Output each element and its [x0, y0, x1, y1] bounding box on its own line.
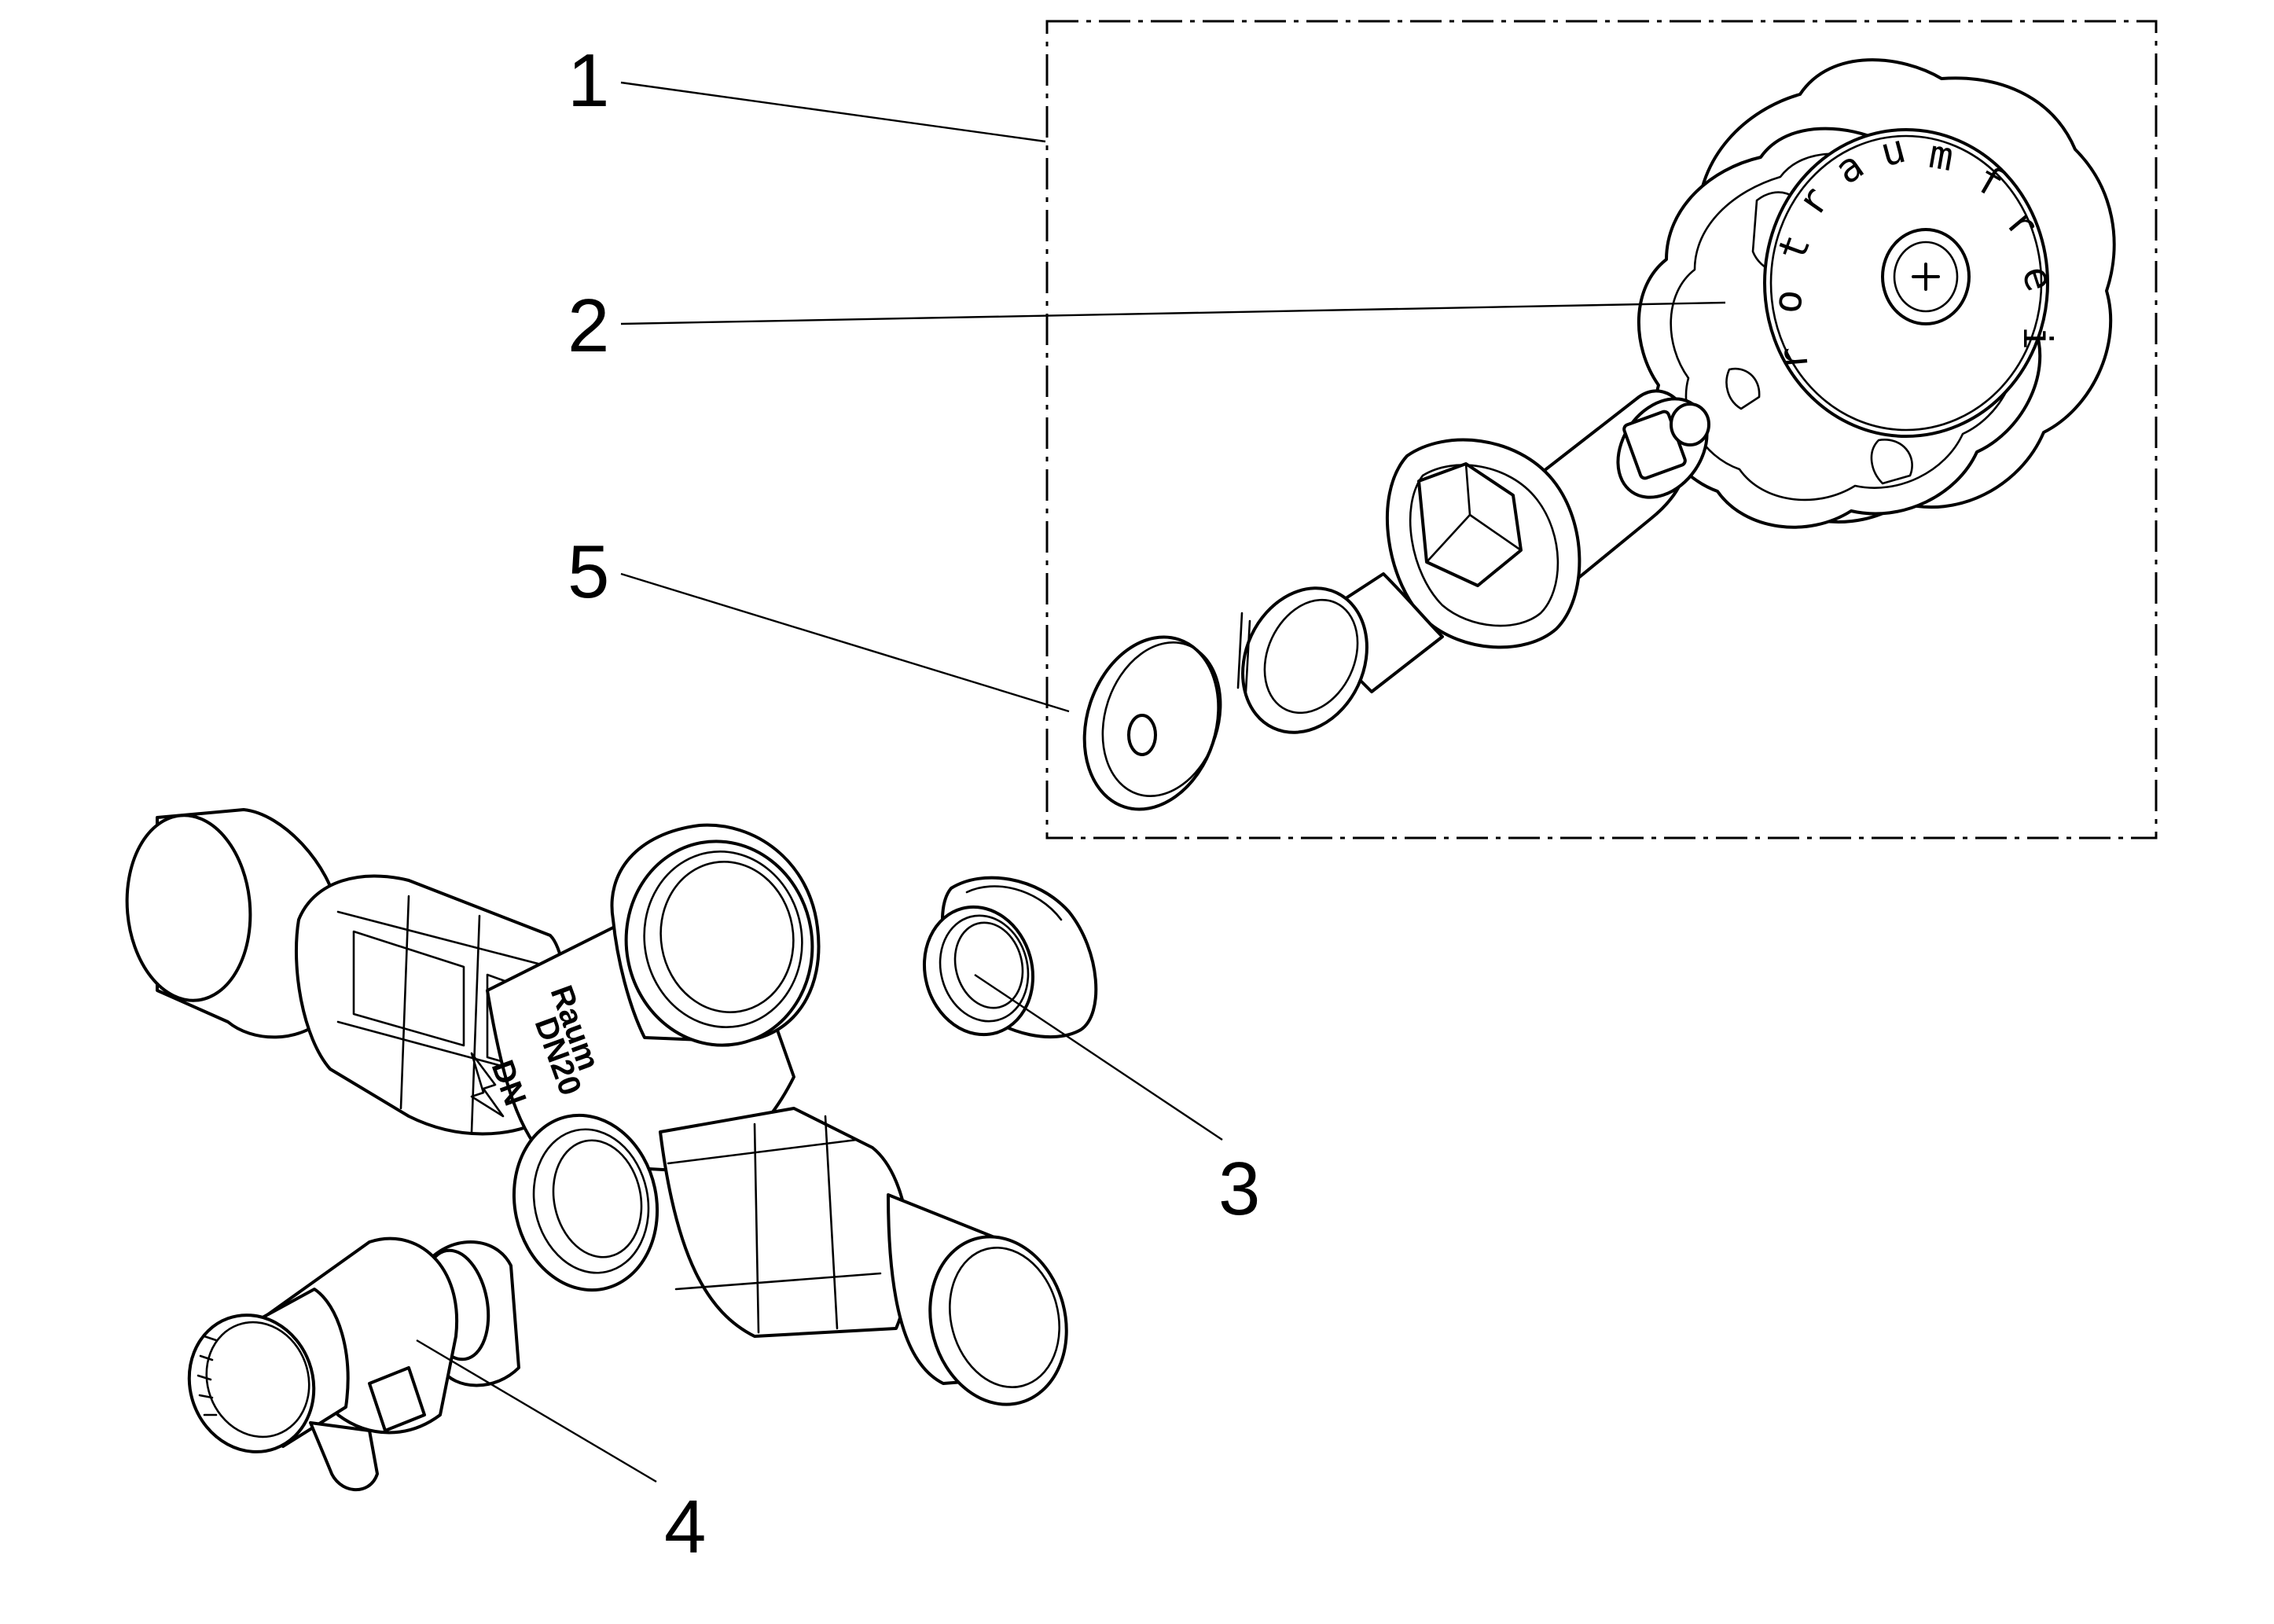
washer — [1082, 635, 1222, 811]
callout-2: 2 — [568, 284, 609, 368]
knob-letter: i — [2015, 326, 2060, 350]
knob-letter: r — [1770, 345, 1817, 373]
flow-arrow-icon — [470, 1052, 505, 1118]
callout-3: 3 — [1218, 1147, 1260, 1231]
plug-cap — [922, 876, 1098, 1039]
valve-body: Raum DN20 DN — [125, 808, 1068, 1406]
leader-lines — [416, 81, 1726, 1483]
callout-5: 5 — [568, 530, 609, 614]
handwheel: r o t r a u m f r e i — [1637, 58, 2116, 529]
callout-1: 1 — [568, 39, 609, 123]
assembly-boundary — [1045, 20, 2158, 840]
callout-4: 4 — [664, 1485, 706, 1569]
knob-letter: o — [1764, 288, 1811, 315]
drain-valve — [187, 1236, 520, 1492]
handwheel-lettering: r o t r a u m f r e i — [1764, 126, 2063, 373]
valve-spindle — [1236, 389, 1710, 734]
